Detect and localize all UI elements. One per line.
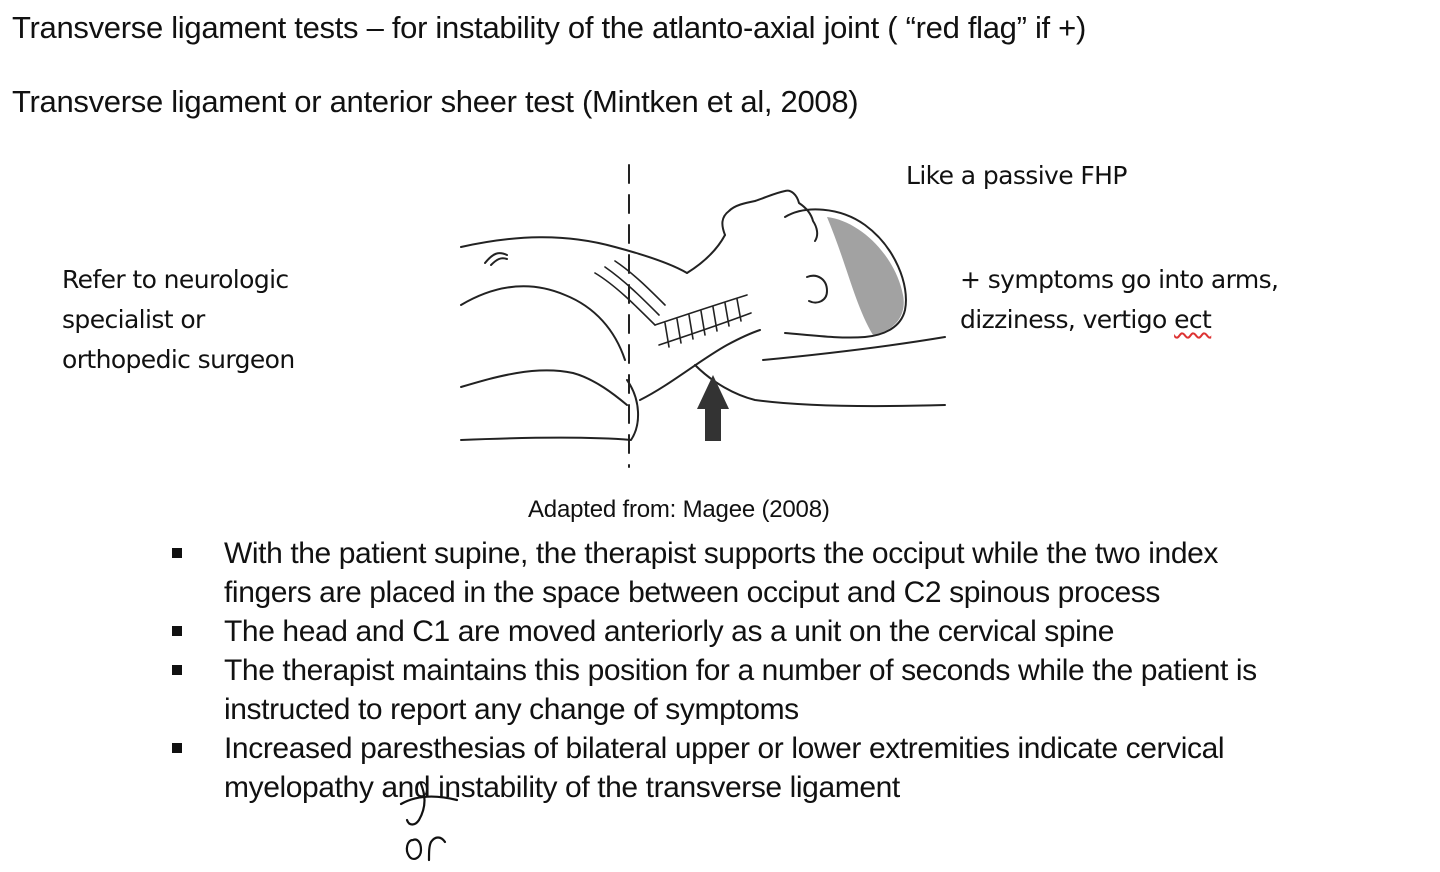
bullet-marker [172,548,182,558]
hair-shading [827,217,904,335]
bullet-marker [172,743,182,753]
list-item-line: The therapist maintains this position fo… [224,654,1257,687]
list-item: The head and C1 are moved anteriorly as … [170,612,1420,651]
misspelled-word: ect [1174,305,1212,334]
patient-supine-illustration [460,164,946,468]
back-outline [694,364,946,408]
list-item-line: Increased paresthesias of bilateral uppe… [224,732,1225,765]
note-symptoms: + symptoms go into arms, dizziness, vert… [960,260,1279,340]
note-passive-fhp: Like a passive FHP [906,161,1127,190]
neck-back-outline [639,329,761,401]
strike-mark [399,795,459,806]
shoulder-outline [460,236,688,274]
pressure-arrow [697,375,729,441]
bullet-marker [172,665,182,675]
note-referral: Refer to neurologic specialist or orthop… [62,260,295,380]
note-symptoms-text: dizziness, vertigo [960,305,1175,334]
pillow-outline [762,336,946,361]
arm-outline [460,369,628,406]
clavicle-outline [484,252,508,264]
list-item-line: fingers are placed in the space between … [224,576,1160,609]
chest-outline [460,285,626,361]
slide-subtitle: Transverse ligament or anterior sheer te… [12,84,859,119]
note-symptoms-line: + symptoms go into arms, [960,265,1279,294]
handwritten-correction [399,782,459,862]
list-item-line: With the patient supine, the therapist s… [224,537,1218,570]
cervical-spine [594,260,752,348]
note-referral-line: Refer to neurologic [62,265,289,294]
list-item-line: The head and C1 are moved anteriorly as … [224,615,1114,648]
list-item-line: myelopathy and instability of the transv… [224,771,900,804]
list-item: The therapist maintains this position fo… [170,651,1420,729]
face-profile [721,189,819,242]
head-outline [784,208,907,339]
procedure-list: With the patient supine, the therapist s… [170,534,1420,807]
list-item: With the patient supine, the therapist s… [170,534,1420,612]
bullet-marker [172,626,182,636]
list-item-line: instructed to report any change of sympt… [224,693,799,726]
clavicle-outline [490,257,508,266]
strike-mark [405,782,426,826]
arm-outline [460,379,640,441]
slide-title: Transverse ligament tests – for instabil… [12,10,1086,45]
ear-outline [806,274,828,304]
neck-outline [686,234,726,274]
list-item: Increased paresthesias of bilateral uppe… [170,729,1420,807]
figure-caption: Adapted from: Magee (2008) [528,496,830,523]
note-referral-line: orthopedic surgeon [62,345,295,374]
note-referral-line: specialist or [62,305,205,334]
note-symptoms-line: dizziness, vertigo ect [960,300,1278,340]
handwritten-letter [427,836,447,862]
handwritten-letter [405,838,423,860]
